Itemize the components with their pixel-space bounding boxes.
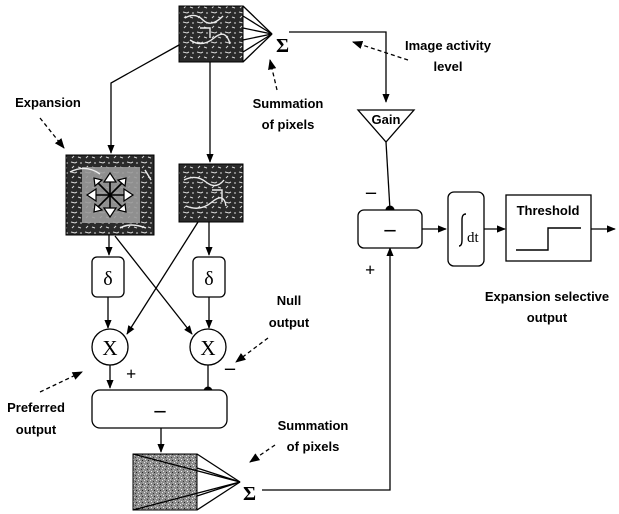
multiplier-right-symbol: X (200, 336, 215, 360)
null-output-pointer (235, 337, 269, 363)
expansion-label: Expansion (15, 95, 81, 110)
gain-to-subtractor-line (385, 141, 391, 211)
output-noise-image (132, 453, 198, 511)
summation-bottom-pointer (249, 444, 276, 463)
right-image (178, 163, 244, 223)
null-output-label-line2: output (269, 315, 310, 330)
preferred-output-label-line1: Preferred (7, 400, 65, 415)
expansion-pointer (39, 117, 65, 149)
integrator-label: dt (467, 230, 480, 246)
expansion-selective-label-line2: output (527, 310, 568, 325)
null-minus-sign: – (224, 357, 236, 379)
right-minus-sign: – (365, 181, 377, 203)
top-sigma-symbol: Σ (276, 35, 289, 57)
bottom-summation-funnel (132, 453, 241, 511)
top-summation-funnel (242, 5, 273, 63)
summation-top-label-line2: of pixels (262, 117, 315, 132)
top-input-image (178, 5, 244, 63)
preferred-output-label-line2: output (16, 422, 57, 437)
gain-label: Gain (372, 112, 401, 127)
threshold-label: Threshold (517, 203, 580, 218)
bottom-sigma-symbol: Σ (243, 483, 256, 505)
integrator-box (447, 191, 485, 267)
subtractor-bottom-symbol: – (154, 397, 167, 422)
delay-left-symbol: δ (103, 268, 112, 290)
summation-bottom-label-line1: Summation (278, 418, 349, 433)
delay-right-symbol: δ (204, 268, 213, 290)
image-activity-pointer (352, 40, 409, 61)
right-plus-sign: + (365, 260, 375, 280)
image-activity-label-line2: level (434, 59, 463, 74)
expansion-arrows-icon (85, 171, 135, 219)
subtractor-box-bottom (91, 389, 228, 429)
multiplier-left-symbol: X (102, 336, 117, 360)
integral-sign-icon (458, 213, 467, 247)
summation-top-pointer (268, 58, 278, 91)
preferred-output-pointer (39, 371, 83, 393)
preferred-plus-sign: + (126, 364, 136, 384)
expansion-selective-label-line1: Expansion selective (485, 289, 609, 304)
top-sum-to-gain-line (289, 31, 390, 103)
summation-top-label-line1: Summation (253, 96, 324, 111)
summation-bottom-label-line2: of pixels (287, 439, 340, 454)
cross-line-expansion-to-right-mult (114, 235, 193, 335)
gain-triangle (356, 109, 416, 143)
step-function-icon (516, 227, 581, 251)
subtractor-right-symbol: – (384, 216, 397, 241)
top-image-to-expansion-line (107, 44, 180, 154)
cross-line-right-to-left-mult (126, 221, 199, 335)
image-activity-label-line1: Image activity (405, 38, 492, 53)
bottom-sum-to-subtractor-line (262, 247, 394, 491)
null-output-label-line1: Null (277, 293, 302, 308)
